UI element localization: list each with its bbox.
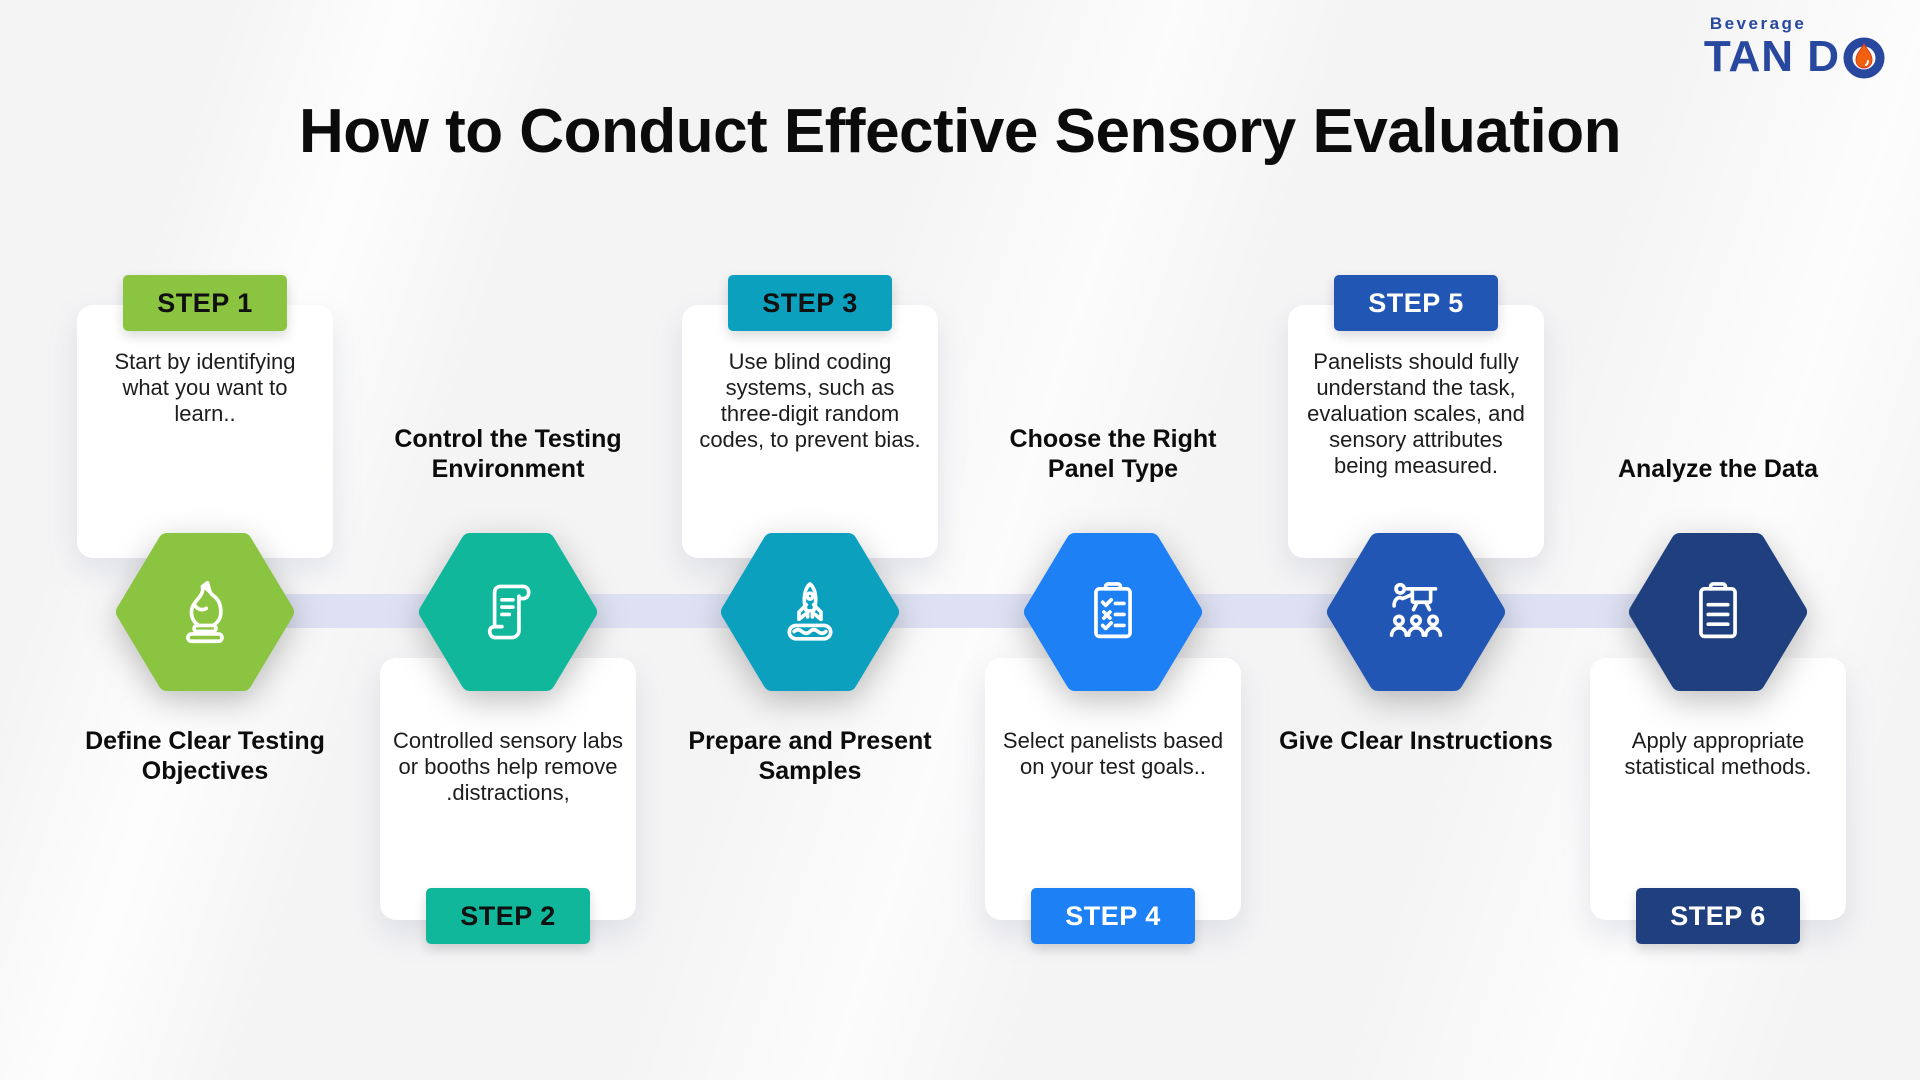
step-4-badge: STEP 4 — [1031, 888, 1195, 944]
step-1-description: Start by identifying what you want to le… — [114, 349, 296, 426]
step-4-card: Select panelists based on your test goal… — [985, 658, 1241, 920]
step-1-badge: STEP 1 — [123, 275, 287, 331]
connector-line — [205, 594, 1718, 628]
step-5-description: Panelists should fully understand the ta… — [1307, 349, 1525, 478]
step-6-badge: STEP 6 — [1636, 888, 1800, 944]
step-4-description: Select panelists based on your test goal… — [1002, 728, 1224, 779]
logo-droplet-icon — [1842, 35, 1886, 79]
step-2-title: Control the Testing Environment — [394, 425, 622, 483]
step-5-card: Panelists should fully understand the ta… — [1288, 305, 1544, 558]
step-3-badge: STEP 3 — [728, 275, 892, 331]
step-6-card: Apply appropriate statistical methods. — [1590, 658, 1846, 920]
page-title: How to Conduct Effective Sensory Evaluat… — [298, 97, 1622, 166]
logo-brand-name: TAN D — [1704, 35, 1886, 79]
step-6-description: Apply appropriate statistical methods. — [1624, 728, 1812, 779]
logo-tagline: Beverage — [1709, 14, 1807, 33]
step-5-title: Give Clear Instructions — [1279, 727, 1553, 755]
step-1-card: Start by identifying what you want to le… — [77, 305, 333, 558]
step-1-title: Define Clear Testing Objectives — [85, 727, 325, 785]
step-2-description: Controlled sensory labs or booths help r… — [393, 728, 623, 805]
step-5-badge: STEP 5 — [1334, 275, 1498, 331]
step-3-description: Use blind coding systems, such as three-… — [699, 349, 921, 452]
step-3-card: Use blind coding systems, such as three-… — [682, 305, 938, 558]
step-2-badge: STEP 2 — [426, 888, 590, 944]
step-2-card: Controlled sensory labs or booths help r… — [380, 658, 636, 920]
step-3-title: Prepare and Present Samples — [688, 727, 932, 785]
step-6-title: Analyze the Data — [1617, 455, 1819, 483]
step-4-title: Choose the Right Panel Type — [1009, 425, 1217, 483]
brand-logo: Beverage TAN D — [1704, 14, 1886, 79]
logo-brand-text: TAN D — [1703, 32, 1840, 81]
